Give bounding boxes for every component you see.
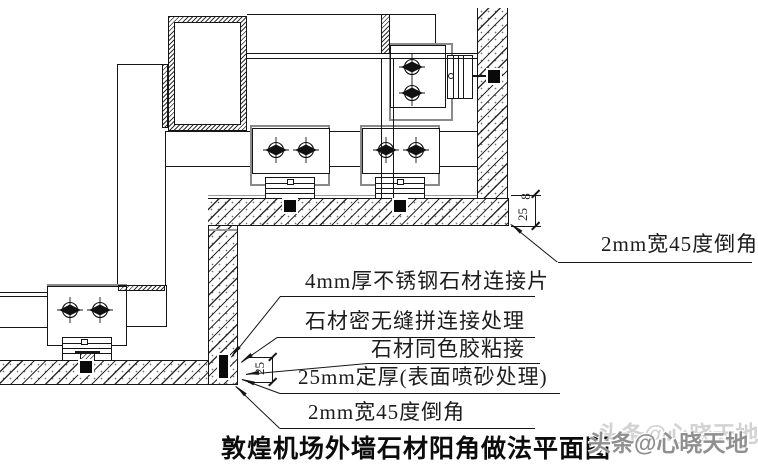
left-bracket-gray-edge <box>47 284 127 287</box>
left-stone-line1 <box>0 292 47 293</box>
bracket-line <box>375 193 425 194</box>
anchor-bolt-icon <box>373 137 399 163</box>
drawing-title: 敦煌机场外墙石材阳角做法平面图 <box>221 435 612 463</box>
stainless-connector-plate <box>219 355 228 378</box>
dim-value-25-right: 25 <box>515 208 530 221</box>
anchor-bolt-icon <box>57 297 83 323</box>
bracket-plate <box>362 128 440 174</box>
panel-joint-gasket <box>381 14 390 54</box>
dim-line-bottom <box>272 357 273 383</box>
bracket-line <box>463 55 464 99</box>
left-panel-gasket <box>118 285 165 291</box>
bracket-line <box>265 193 315 194</box>
top-panel-line <box>247 14 435 15</box>
bracket-bolt-nut <box>287 179 294 185</box>
expansion-anchor <box>394 200 406 212</box>
slab-joint-line <box>208 195 477 196</box>
expansion-anchor <box>80 361 92 373</box>
panel-joint-line-v2 <box>393 58 394 198</box>
top-bracket-line-v <box>435 14 436 43</box>
leader-underline <box>367 363 540 364</box>
strip-joint-line <box>209 229 237 231</box>
bracket-bolt-nut <box>397 179 404 185</box>
anchor-bolt-icon <box>399 80 425 106</box>
dim-ext-line <box>248 382 272 383</box>
anchor-bolt-icon <box>87 297 113 323</box>
stone-slab-bottom <box>0 360 208 385</box>
left-stone-line2 <box>0 296 47 297</box>
dim-ext-line <box>511 226 541 227</box>
bracket-line <box>265 188 315 189</box>
leader-arrow <box>245 370 260 376</box>
wall-back-line-h <box>117 64 163 65</box>
anchor-bolt-icon <box>399 54 425 80</box>
bracket-line <box>375 188 425 189</box>
callout-seamless-joint: 石材密无缝拼连接处理 <box>305 309 525 333</box>
callout-fixed-thickness: 25mm定厚(表面喷砂处理) <box>298 365 548 389</box>
leader-arrow <box>241 376 255 385</box>
expansion-anchor <box>284 200 296 212</box>
anchor-bolt-icon <box>403 137 429 163</box>
bracket-line <box>62 348 112 349</box>
bolt-bar <box>75 351 100 353</box>
bolt-head <box>80 353 95 360</box>
wall-inner-line-v <box>165 131 166 285</box>
stone-wall-right <box>477 8 508 198</box>
callout-steel-connector: 4mm厚不锈钢石材连接片 <box>305 269 550 293</box>
anchor-bolt-icon <box>293 137 319 163</box>
bracket-bolt-circle <box>448 73 454 79</box>
leader-underline <box>277 337 535 338</box>
panel-joint-line-h2 <box>247 58 477 59</box>
wall-back-line-v <box>117 64 118 287</box>
anchor-bolt-icon <box>263 137 289 163</box>
dim-line-right <box>535 194 536 227</box>
dim-ext-line <box>511 195 541 196</box>
leader-arrow <box>234 384 247 396</box>
dim-ext-line <box>248 357 272 358</box>
leader-underline <box>280 428 535 429</box>
steel-tube-inner <box>174 22 241 125</box>
leader-underline <box>280 296 535 297</box>
bracket-plate <box>252 128 330 174</box>
stone-slab-top <box>208 198 509 226</box>
panel-joint-line-h1 <box>247 53 477 54</box>
callout-chamfer-top-right: 2mm宽45度倒角 <box>601 232 758 256</box>
bracket-line <box>458 55 459 99</box>
dim-value-8-right: 8 <box>517 193 533 200</box>
wall-anchor-head <box>488 70 500 83</box>
callout-chamfer-bottom: 2mm宽45度倒角 <box>308 400 466 424</box>
callout-same-color-adhesive: 石材同色胶粘接 <box>371 337 525 361</box>
leader-underline <box>280 393 560 394</box>
leader-arrow <box>509 221 523 234</box>
bolt-bar <box>473 75 489 77</box>
watermark: 头条@心晓天地 <box>588 430 749 456</box>
bracket-bolt-nut <box>81 339 88 345</box>
watermark-ghost: 头条@心晓天地 <box>598 421 758 447</box>
left-stone-line3 <box>0 327 47 328</box>
tube-side-gasket <box>162 64 168 128</box>
panel-joint-line-v1 <box>381 58 382 198</box>
leader-underline <box>558 262 752 263</box>
